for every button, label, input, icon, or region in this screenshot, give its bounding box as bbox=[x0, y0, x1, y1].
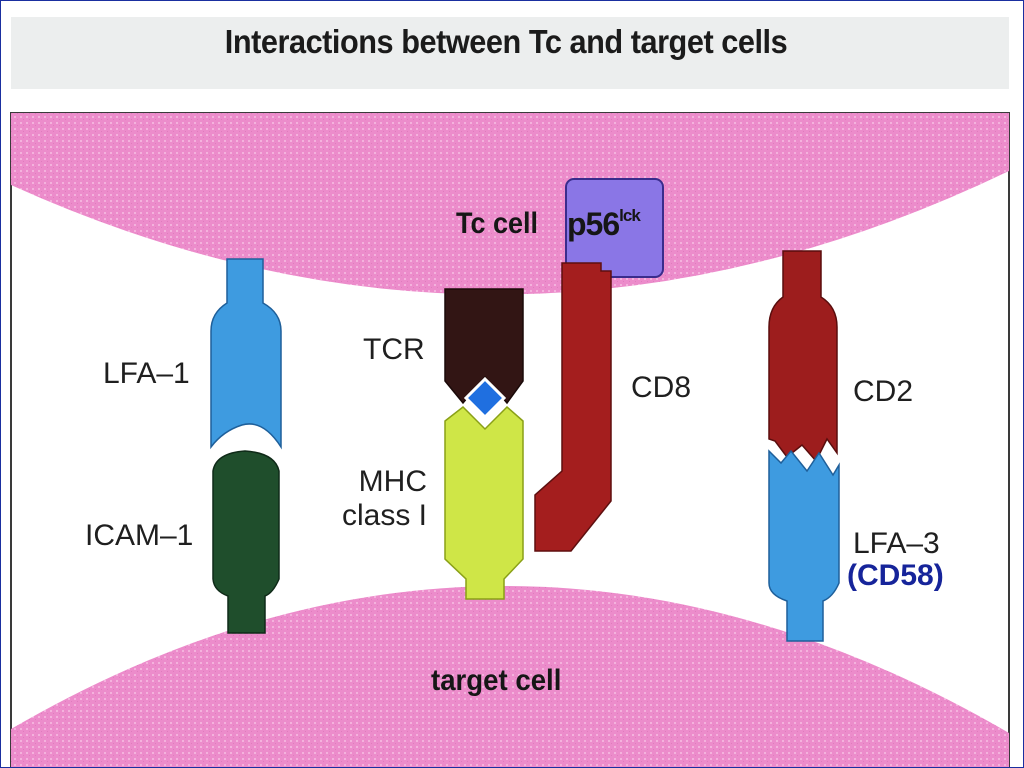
p56lck-label: p56lck bbox=[567, 206, 641, 242]
target-cell-label: target cell bbox=[431, 664, 562, 697]
cd2-molecule bbox=[768, 250, 838, 463]
tc-cell-membrane bbox=[11, 113, 1009, 295]
cd58-label: (CD58) bbox=[847, 559, 944, 592]
cd8-molecule bbox=[534, 262, 612, 552]
mhc-label-line2: class I bbox=[341, 499, 427, 532]
antigen-peptide bbox=[463, 376, 507, 420]
tcr-label: TCR bbox=[363, 333, 425, 366]
lfa3-label: LFA–3 bbox=[853, 527, 940, 560]
p56lck-kinase bbox=[565, 178, 664, 278]
cd8-label: CD8 bbox=[631, 371, 692, 404]
mhc-label-line1: MHC bbox=[358, 465, 427, 498]
mhc-class-i-label: MHC class I bbox=[335, 465, 427, 533]
icam1-molecule bbox=[212, 450, 280, 634]
tc-cell-label: Tc cell bbox=[456, 207, 539, 240]
p56-text: p56 bbox=[567, 206, 620, 242]
lfa1-molecule bbox=[210, 258, 282, 450]
lfa1-label: LFA–1 bbox=[103, 357, 190, 390]
lck-superscript: lck bbox=[619, 206, 641, 225]
lfa3-molecule bbox=[768, 449, 840, 642]
icam1-label: ICAM–1 bbox=[85, 519, 194, 552]
title-band bbox=[11, 17, 1009, 89]
mhc-class-i-molecule bbox=[444, 405, 524, 600]
diagram-title: Interactions between Tc and target cells bbox=[224, 23, 788, 60]
cd2-label: CD2 bbox=[853, 375, 914, 408]
